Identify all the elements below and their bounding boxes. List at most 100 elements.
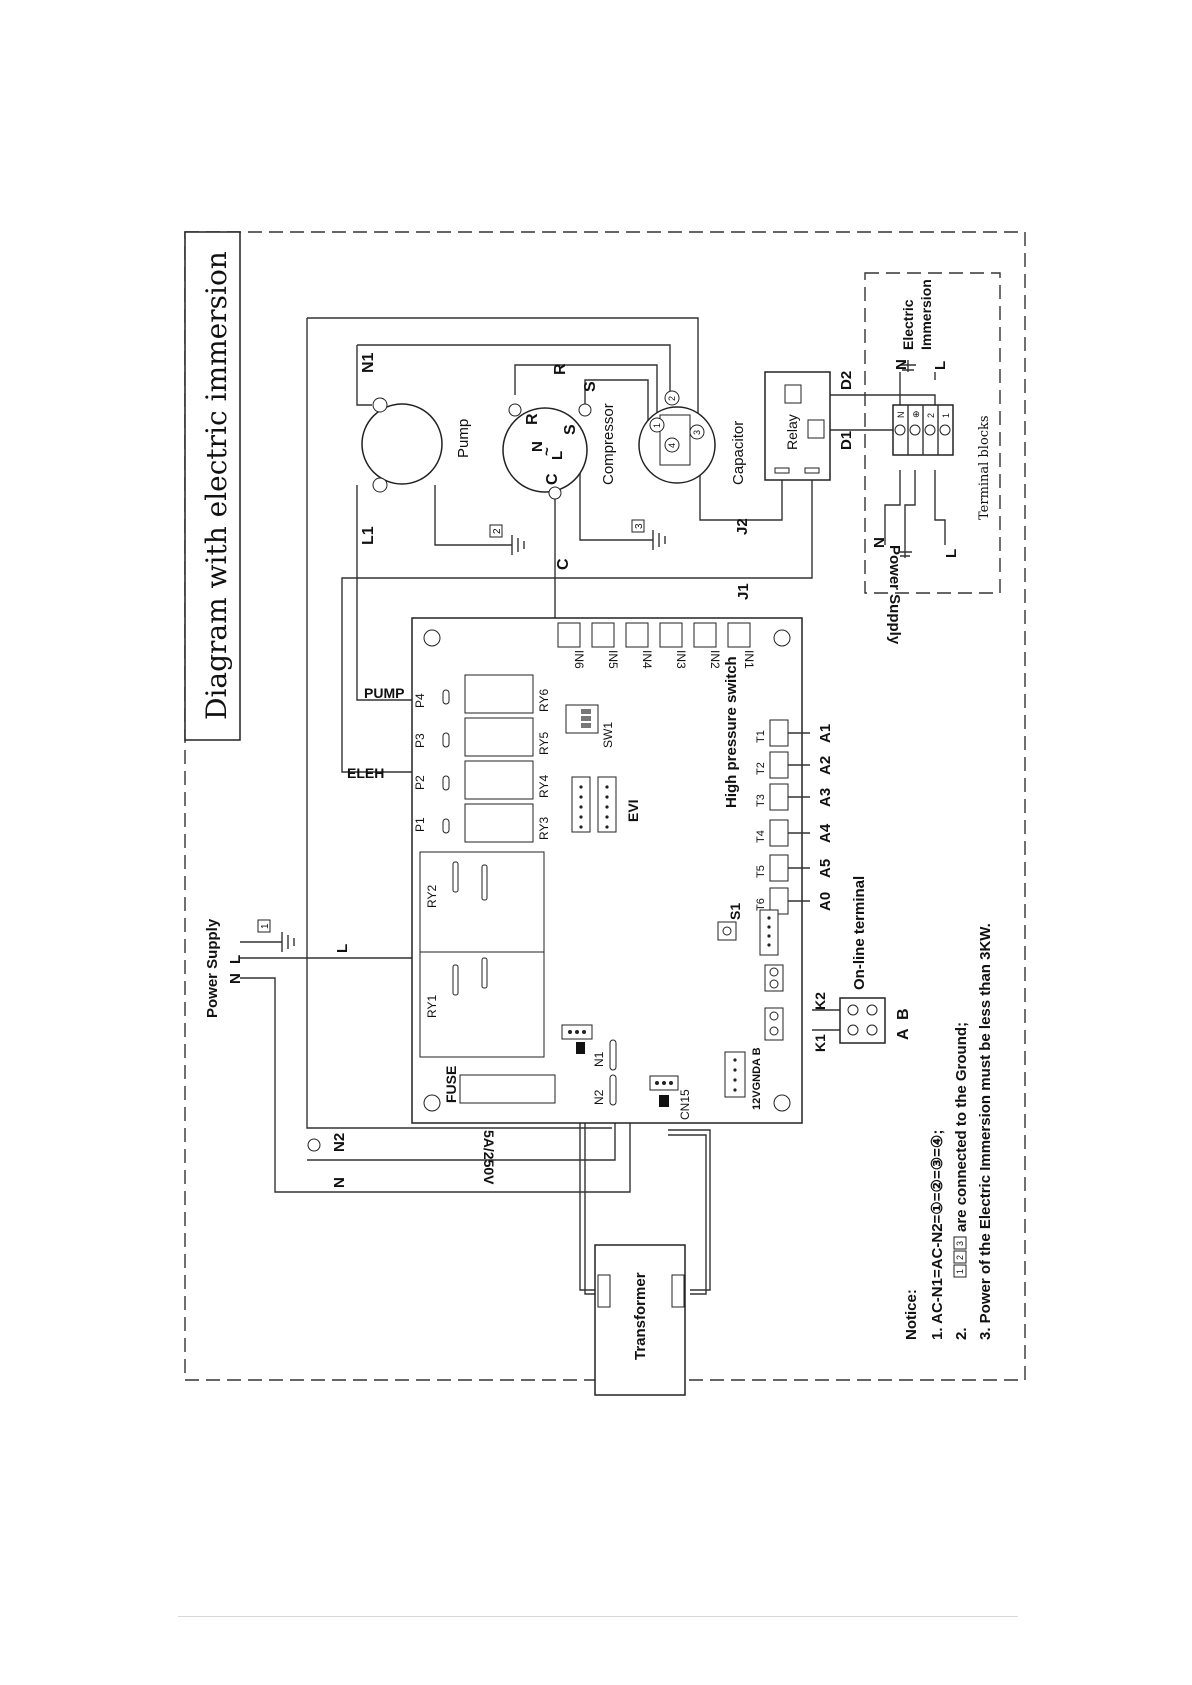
power-supply-left: Power Supply N L L N2 N xyxy=(204,918,351,1188)
compressor-r-label: R xyxy=(552,363,569,375)
main-relays: RY2 RY1 xyxy=(419,851,545,1058)
eleh-output-label: ELEH xyxy=(347,765,384,781)
relay-j2-label: J2 xyxy=(734,518,751,535)
high-pressure-label: High pressure switch xyxy=(723,656,740,808)
title-box xyxy=(184,231,241,741)
analog-a3: A3 xyxy=(817,788,834,807)
ground-symbols: 2 3 1 xyxy=(240,360,916,952)
output-p4: P4 xyxy=(413,693,427,708)
analog-a1: A1 xyxy=(817,724,834,743)
evi-connectors: EVI xyxy=(571,776,641,833)
diagram-title: Diagram with electric immersion xyxy=(200,251,233,720)
evi-label: EVI xyxy=(625,799,641,822)
notice-mark-3: 3 xyxy=(955,1241,965,1246)
s1-label: S1 xyxy=(727,903,743,920)
capacitor-pin-4: 4 xyxy=(667,443,677,448)
input-in3: IN3 xyxy=(674,650,688,669)
compressor-c-label: C xyxy=(555,558,572,570)
capacitor: 1 2 3 4 Capacitor xyxy=(638,390,747,485)
cn15-label: CN15 xyxy=(678,1089,692,1120)
sensor-connectors: High pressure switch T1 T2 T3 T4 T5 T6 A… xyxy=(723,656,834,915)
compressor-label: Compressor xyxy=(600,403,617,485)
relay-label: Relay xyxy=(784,414,800,450)
compressor-s-inner: S xyxy=(562,424,579,435)
ground-mark-2: 2 xyxy=(492,528,503,534)
temp-t3: T3 xyxy=(755,794,767,807)
relay-d1-label: D1 xyxy=(838,431,855,450)
power-supply-right-l: L xyxy=(943,549,960,558)
capacitor-pin-3: 3 xyxy=(692,430,702,435)
terminal-mark-n: N xyxy=(896,412,906,419)
input-in4: IN4 xyxy=(640,650,654,669)
input-in5: IN5 xyxy=(606,650,620,669)
online-terminal: On-line terminal B A xyxy=(839,876,912,1044)
fuse-rating: 5A/250V xyxy=(481,1130,497,1185)
online-terminal-label: On-line terminal xyxy=(851,876,868,990)
terminal-blocks-label: Terminal blocks xyxy=(977,415,992,520)
terminal-mark-1: 1 xyxy=(941,413,951,418)
temp-t1: T1 xyxy=(755,730,767,743)
capacitor-pin-2: 2 xyxy=(667,396,677,401)
relay-ry4: RY4 xyxy=(537,775,551,798)
k2-label: K2 xyxy=(812,992,828,1010)
compressor-c-inner: C xyxy=(544,473,561,485)
wire-n-label: N xyxy=(331,1177,348,1188)
power-supply-right-label: Power Supply xyxy=(886,545,903,645)
k1-label: K1 xyxy=(812,1034,828,1052)
input-in6: IN6 xyxy=(572,650,586,669)
input-in1: IN1 xyxy=(742,650,756,669)
comm-label: 12VGNDA B xyxy=(751,1047,763,1110)
k-connector: K2 K1 12VGNDA B xyxy=(724,992,828,1110)
diagram-frame xyxy=(184,231,1026,1381)
cn15-connector: CN15 xyxy=(649,1075,692,1120)
notice: Notice: 1. AC-N1=AC-N2=①=②=③=④; 2. 1 2 3… xyxy=(903,923,994,1340)
relay-d2-label: D2 xyxy=(838,371,855,390)
immersion-label-line1: Electric xyxy=(900,299,916,350)
pump-n1-label: N1 xyxy=(360,352,377,373)
relay-ry6: RY6 xyxy=(537,689,551,712)
relay-j1-label: J1 xyxy=(735,583,752,600)
pump: Pump N1 L1 xyxy=(360,352,472,545)
relay-ry5: RY5 xyxy=(537,732,551,755)
immersion-label-line2: Immersion xyxy=(918,279,934,350)
compressor-center-l: L xyxy=(549,451,566,460)
wire-n2-label: N2 xyxy=(331,1133,348,1152)
notice-line-1: 1. AC-N1=AC-N2=①=②=③=④; xyxy=(929,1130,946,1340)
dip-switch: SW1 xyxy=(565,704,615,748)
notice-line-3: 3. Power of the Electric Immersion must … xyxy=(977,923,994,1340)
power-supply-right-n: N xyxy=(871,537,888,548)
pump-l1-label: L1 xyxy=(360,526,377,545)
output-p2: P2 xyxy=(413,775,427,790)
compressor-center-n: N xyxy=(529,441,546,452)
power-connector: N1 N2 xyxy=(561,1024,617,1106)
capacitor-label: Capacitor xyxy=(730,421,747,485)
terminal-mark-2: 2 xyxy=(926,413,936,418)
input-connectors: IN6 IN5 IN4 IN3 IN2 IN1 xyxy=(557,622,756,669)
analog-a2: A2 xyxy=(817,756,834,775)
fuse-label: FUSE xyxy=(443,1066,459,1103)
power-supply-right: Power Supply N L xyxy=(871,537,960,645)
board-n2-label: N2 xyxy=(592,1089,606,1105)
notice-mark-2: 2 xyxy=(955,1255,965,1260)
immersion-box xyxy=(864,272,1001,594)
analog-a0: A0 xyxy=(817,892,834,911)
analog-a4: A4 xyxy=(817,823,834,843)
sw1-label: SW1 xyxy=(601,722,615,748)
electric-immersion: Electric Immersion N L xyxy=(893,279,949,370)
ground-mark-3: 3 xyxy=(634,523,645,529)
page-footer-rule xyxy=(178,1616,1018,1617)
relay-ry3: RY3 xyxy=(537,817,551,840)
input-in2: IN2 xyxy=(708,650,722,669)
notice-line-2-text: are connected to the Ground; xyxy=(953,1022,970,1232)
analog-a5: A5 xyxy=(817,859,834,878)
notice-line-2-number: 2. xyxy=(953,1327,970,1340)
compressor-center-sym: ~ xyxy=(539,447,556,456)
power-supply-l: L xyxy=(227,955,244,964)
immersion-l-label: L xyxy=(932,361,949,370)
temp-t4: T4 xyxy=(755,830,767,843)
notice-title: Notice: xyxy=(903,1289,920,1340)
relay-ry1: RY1 xyxy=(425,995,439,1018)
s1-button: S1 xyxy=(717,903,784,992)
output-p3: P3 xyxy=(413,733,427,748)
